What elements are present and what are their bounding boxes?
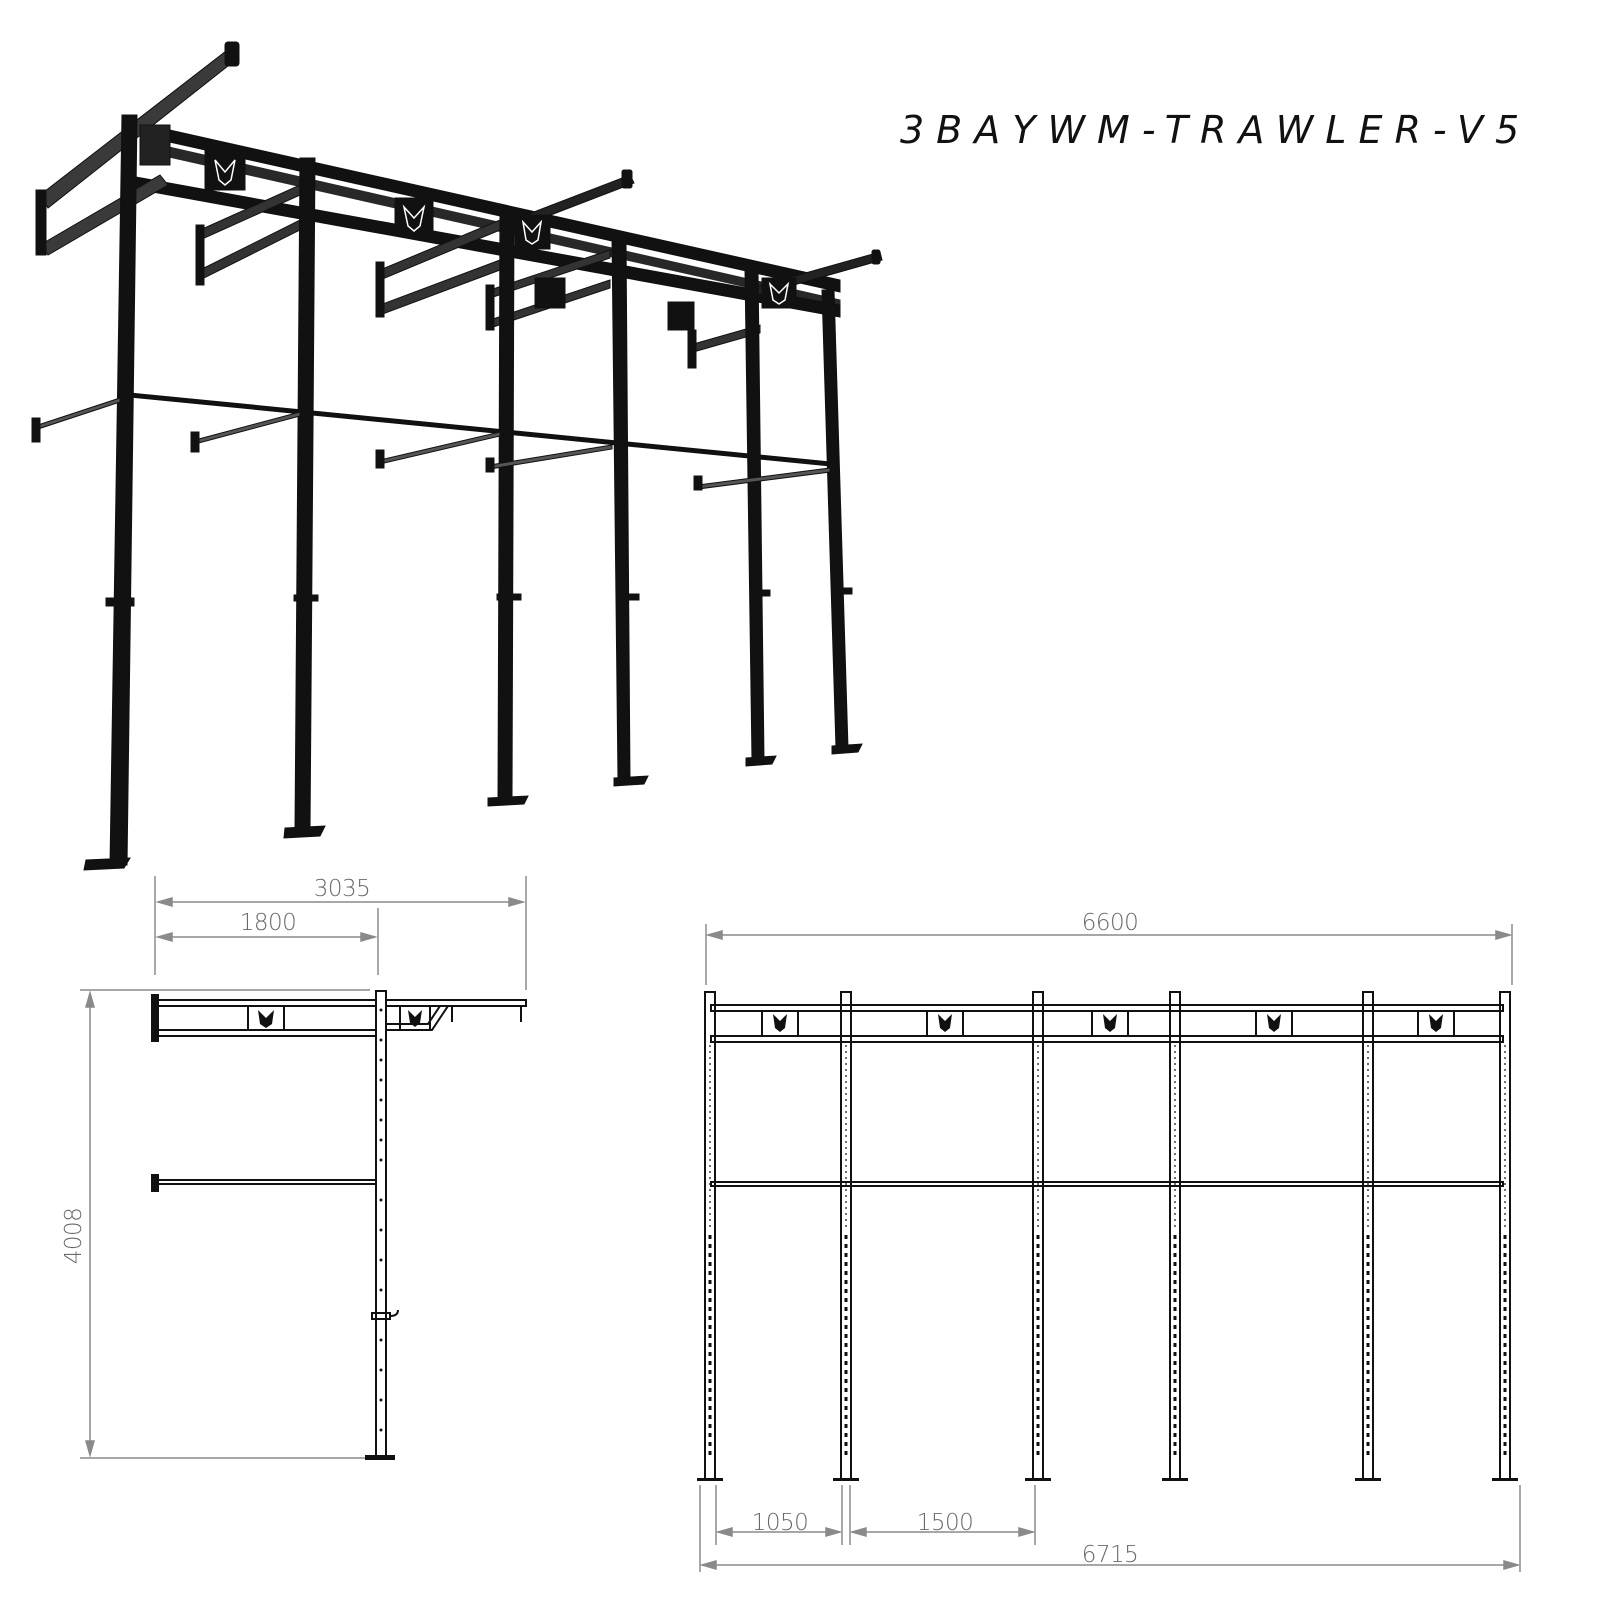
wolf-head-icon	[258, 1010, 422, 1028]
dim-narrow-bay: 1050	[751, 1510, 809, 1536]
wolf-head-icon	[773, 1014, 1443, 1032]
base-plates	[697, 1478, 1518, 1481]
upright-hole-pattern	[708, 1045, 1507, 1460]
product-title: 3BAYWM-TRAWLER-V5	[900, 108, 1532, 152]
front-dimension-lines	[699, 924, 1521, 1572]
dim-height: 4008	[61, 1207, 87, 1265]
dim-overall-width: 6715	[1081, 1542, 1139, 1568]
upright-holes	[379, 1008, 383, 1432]
dim-overall-depth: 3035	[313, 876, 371, 902]
render-frame	[31, 41, 883, 871]
dim-wide-bay: 1500	[916, 1510, 974, 1536]
dim-beam-span: 6600	[1081, 910, 1139, 936]
dim-wall-to-upright: 1800	[239, 910, 297, 936]
side-dimension-lines	[80, 876, 527, 1459]
front-frame	[704, 991, 1511, 1481]
wolf-head-icon	[214, 159, 790, 305]
side-frame	[151, 990, 527, 1460]
